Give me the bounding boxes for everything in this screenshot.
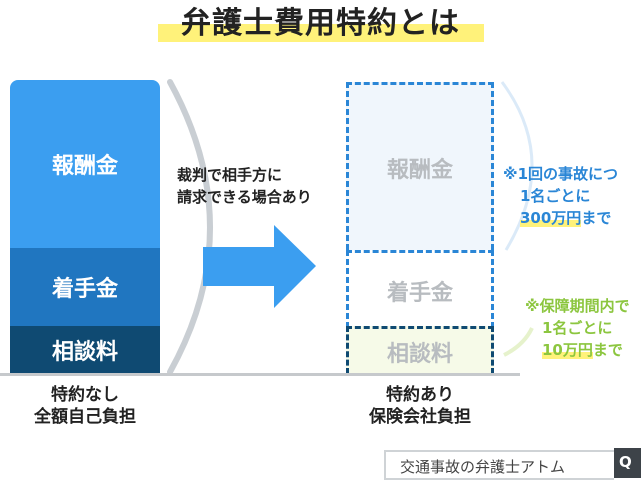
site-watermark: 交通事故の弁護士アトム xyxy=(384,450,614,480)
left-label-line2: 全額自己負担 xyxy=(34,407,136,427)
page-title: 弁護士費用特約とは xyxy=(181,6,460,41)
lawyer-note-line2: 1名ごとに xyxy=(520,187,591,205)
left-retainer-label: 着手金 xyxy=(51,277,118,302)
consult-note-line2: 1名ごとに xyxy=(542,319,613,337)
lawyer-note-suffix: まで xyxy=(581,209,612,227)
watermark-tab-label: Q xyxy=(619,453,632,471)
middle-caption-line2: 請求できる場合あり xyxy=(177,188,312,206)
middle-caption: 裁判で相手方に 請求できる場合あり xyxy=(177,164,347,208)
middle-caption-line1: 裁判で相手方に xyxy=(177,166,283,184)
consult-note-line1: ※保障期間内で xyxy=(525,297,630,315)
right-label-line1: 特約あり xyxy=(386,385,454,405)
consult-note-suffix: まで xyxy=(592,341,623,359)
left-retainer-segment: 着手金 xyxy=(10,248,160,326)
lawyer-note-amount: 300万円 xyxy=(520,209,582,227)
watermark-search-tab: Q xyxy=(614,448,641,478)
left-label-line1: 特約なし xyxy=(51,385,119,405)
right-retainer-label: 着手金 xyxy=(386,280,453,306)
consult-note-line3: 10万円まで xyxy=(525,339,630,361)
left-reward-label: 報酬金 xyxy=(51,154,118,179)
right-retainer-segment: 着手金 xyxy=(346,250,494,328)
left-bar-label: 特約なし 全額自己負担 xyxy=(0,384,170,428)
right-reward-segment: 報酬金 xyxy=(346,82,494,250)
right-reward-label: 報酬金 xyxy=(386,157,453,183)
left-bracket-curve xyxy=(167,79,213,375)
consult-note-amount: 10万円 xyxy=(542,341,593,359)
lawyer-note-line1: ※1回の事故につ xyxy=(503,165,619,183)
right-consultation-segment: 相談料 xyxy=(346,326,494,374)
right-arrow-icon xyxy=(203,225,316,308)
lawyer-note-line3: 300万円まで xyxy=(503,207,618,229)
lawyer-fee-note: ※1回の事故につ 1名ごとに 300万円まで xyxy=(503,163,618,229)
left-consultation-label: 相談料 xyxy=(51,340,118,365)
note1-bracket-curve xyxy=(500,81,534,251)
right-bar-label: 特約あり 保険会社負担 xyxy=(335,384,505,428)
title-wrap: 弁護士費用特約とは xyxy=(0,0,641,46)
note2-bracket-curve xyxy=(503,327,534,357)
baseline xyxy=(0,373,520,376)
right-label-line2: 保険会社負担 xyxy=(369,407,471,427)
left-reward-segment: 報酬金 xyxy=(10,80,160,248)
consultation-fee-note: ※保障期間内で 1名ごとに 10万円まで xyxy=(525,295,630,361)
left-consultation-segment: 相談料 xyxy=(10,326,160,374)
watermark-text: 交通事故の弁護士アトム xyxy=(400,458,566,476)
title-highlight xyxy=(158,24,484,42)
right-consultation-label: 相談料 xyxy=(386,341,453,367)
